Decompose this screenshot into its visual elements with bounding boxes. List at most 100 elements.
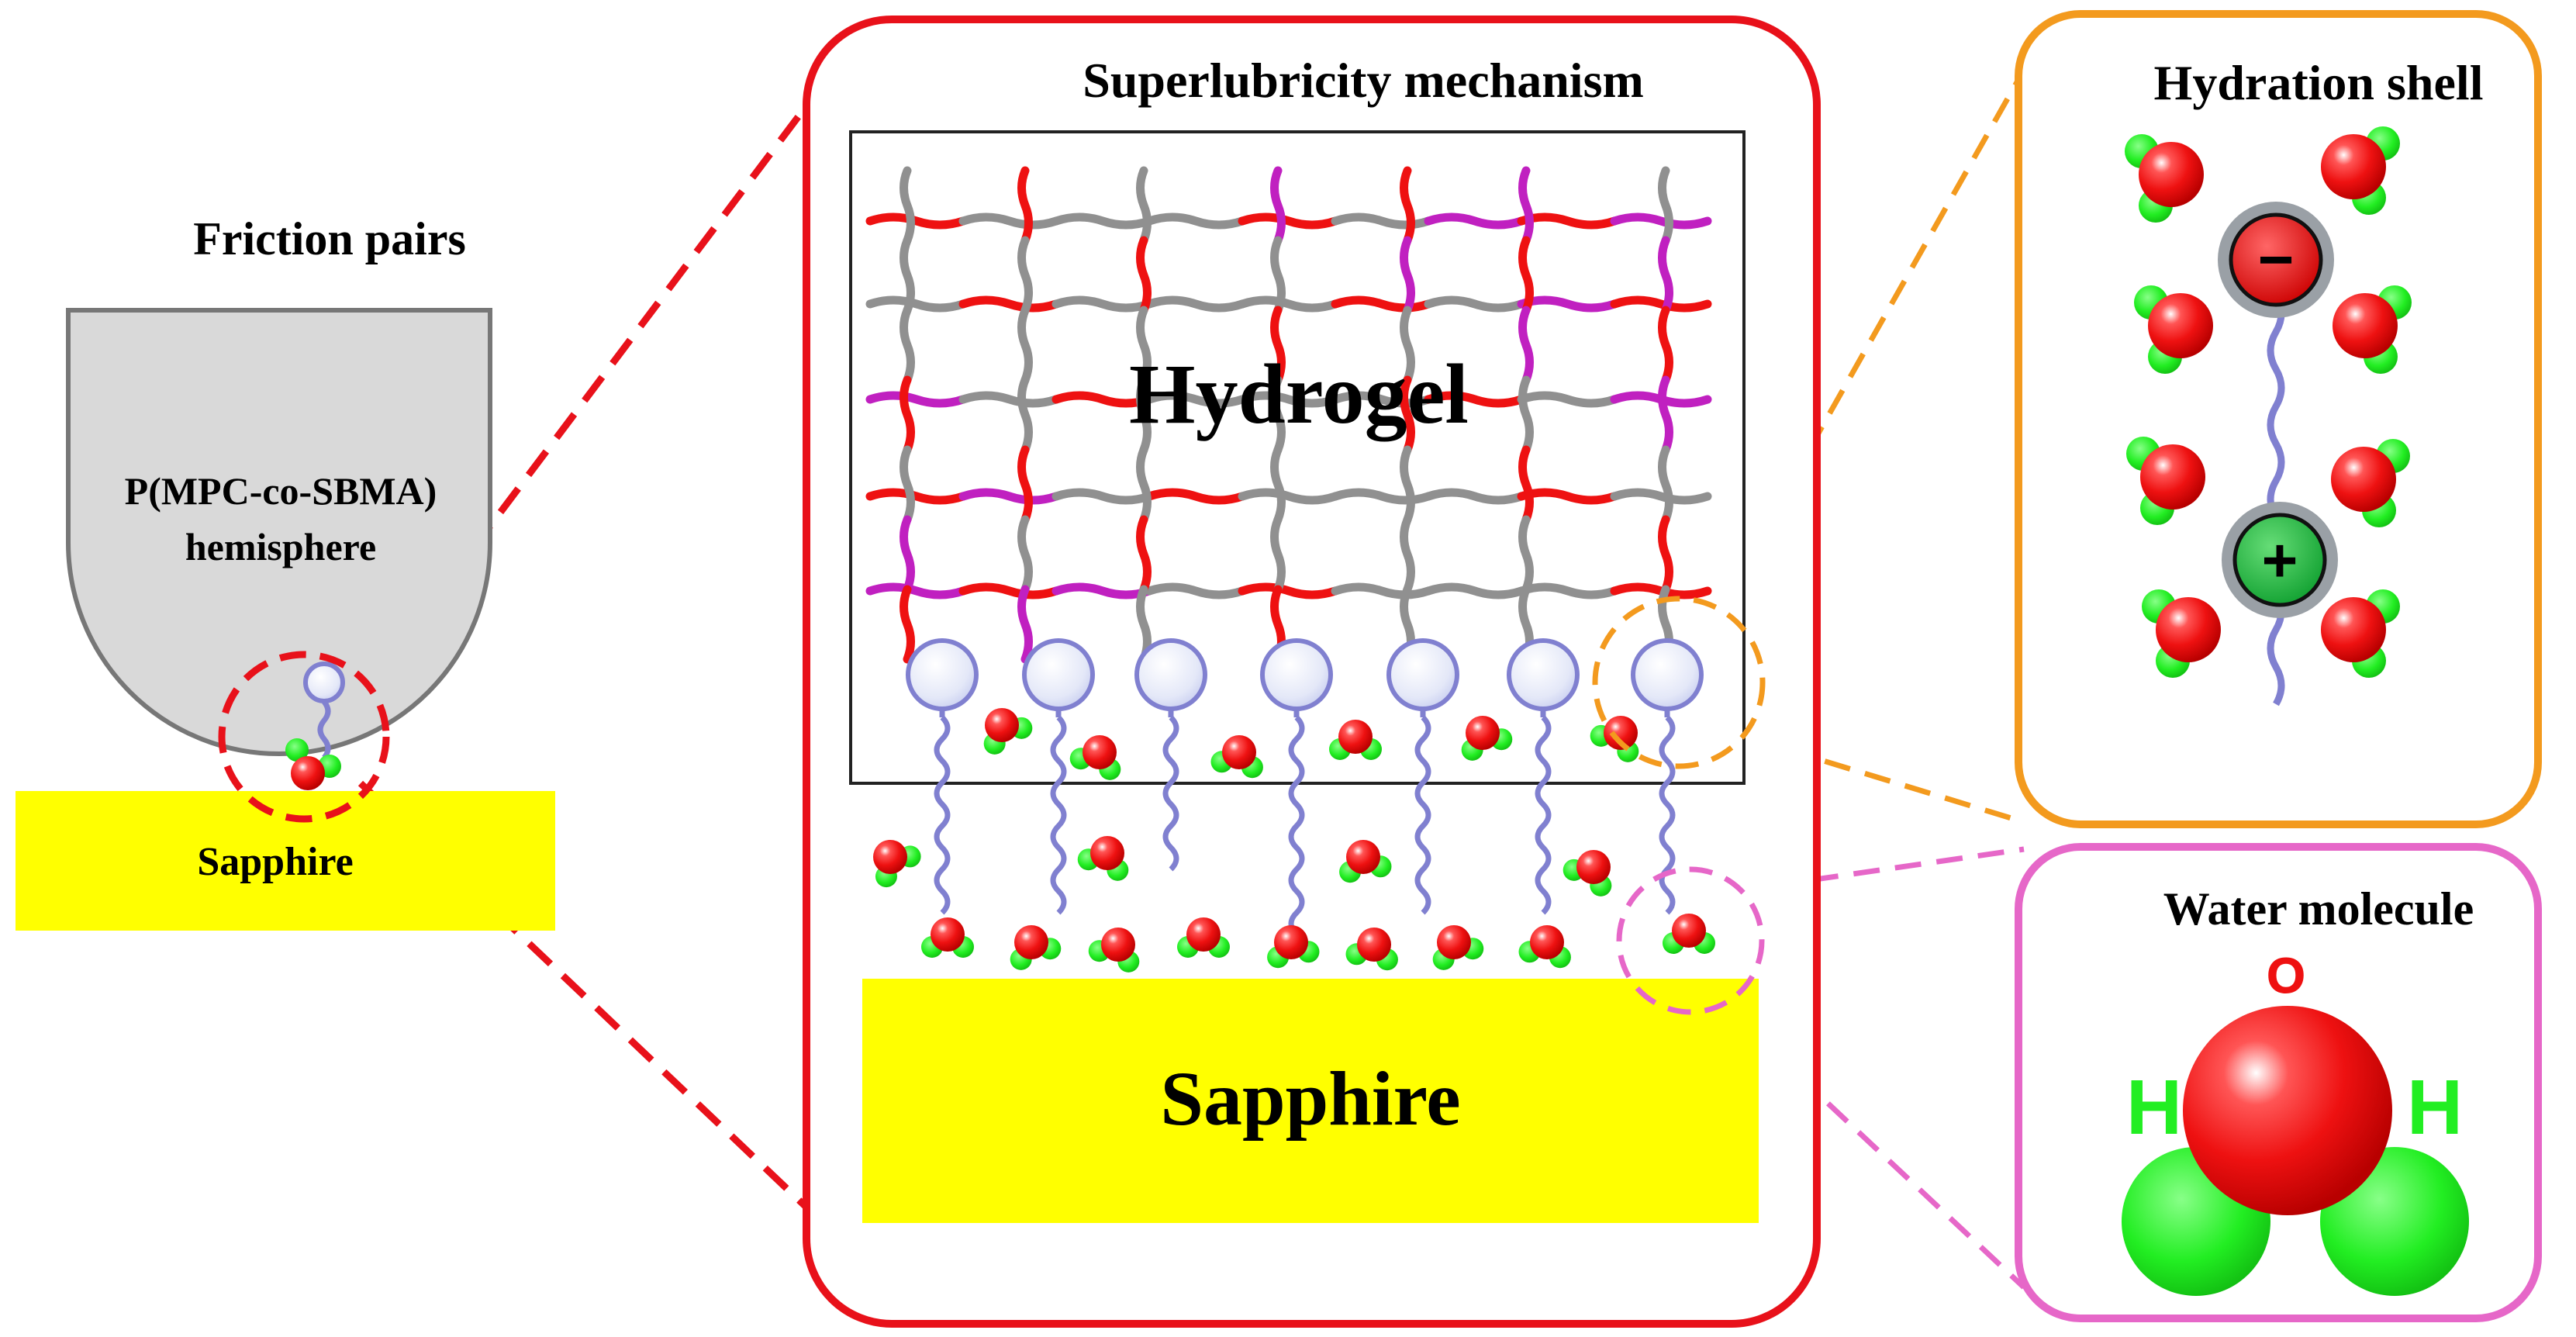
network-strand <box>1238 391 1340 408</box>
network-crosslink <box>1270 306 1286 385</box>
network-strand <box>958 488 1061 505</box>
hydration-shell-panel: Hydration shell − + <box>2015 10 2542 828</box>
network-strand <box>1238 212 1340 230</box>
network-strand <box>1517 488 1619 505</box>
oxygen-atom <box>2331 447 2396 512</box>
hydrogel-hemisphere <box>66 308 492 756</box>
network-crosslink <box>1518 236 1534 315</box>
network-crosslink <box>1400 166 1415 245</box>
network-crosslink <box>900 306 915 385</box>
network-strand <box>1145 295 1247 313</box>
water-molecule <box>1563 850 1612 897</box>
network-strand <box>865 391 968 408</box>
zoom-circle-red <box>218 651 390 823</box>
oxygen-atom <box>2321 597 2386 662</box>
shell-water-molecule <box>2126 437 2205 525</box>
network-crosslink <box>900 585 915 664</box>
water-molecule <box>1267 925 1320 969</box>
superlubricity-title: Superlubricity mechanism <box>1083 53 1644 108</box>
zwitterion-head-group <box>1260 638 1333 711</box>
oxygen-atom <box>1672 914 1706 948</box>
water-molecule <box>921 917 974 958</box>
sapphire-substrate-large <box>862 979 1759 1223</box>
shell-water-molecule <box>2142 589 2221 678</box>
network-crosslink <box>900 236 915 315</box>
oxygen-atom <box>2140 444 2205 510</box>
network-strand <box>1424 295 1526 313</box>
polymer-chain <box>1162 715 1179 872</box>
network-crosslink <box>1518 515 1534 594</box>
hydrogen-label-right: H <box>2407 1064 2463 1151</box>
network-strand <box>958 212 1061 230</box>
oxygen-atom <box>985 708 1019 742</box>
oxygen-label: O <box>2267 948 2305 1004</box>
network-crosslink <box>1017 445 1033 524</box>
polymer-chain <box>934 715 951 915</box>
oxygen-atom <box>2321 134 2386 199</box>
network-strand <box>865 295 968 313</box>
oxygen-atom <box>1083 735 1117 769</box>
zwitterion-head-group <box>1507 638 1580 711</box>
network-strand <box>1610 488 1712 505</box>
network-crosslink <box>1400 375 1415 454</box>
network-crosslink <box>1136 515 1152 594</box>
network-crosslink <box>1270 236 1286 315</box>
zoom-circle-pink <box>1616 866 1765 1015</box>
friction-pairs-title: Friction pairs <box>193 213 466 264</box>
network-crosslink <box>1136 306 1152 385</box>
oxygen-atom <box>1604 716 1638 750</box>
network-strand <box>1145 488 1247 505</box>
water-molecule <box>1518 925 1571 969</box>
negative-ion: − <box>2218 202 2334 318</box>
oxygen-atom <box>1274 925 1308 959</box>
network-crosslink <box>1136 445 1152 524</box>
oxygen-atom <box>1466 716 1500 750</box>
network-crosslink <box>1017 306 1033 385</box>
network-strand <box>1517 391 1619 408</box>
network-crosslink <box>1136 236 1152 315</box>
friction-pairs-panel: Friction pairs P(MPC-co-SBMA) hemisphere… <box>16 213 555 931</box>
water-molecule <box>873 840 921 888</box>
network-strand <box>1238 295 1340 313</box>
negative-sign: − <box>2258 225 2295 294</box>
positive-sign: + <box>2262 526 2298 595</box>
network-strand <box>1331 582 1433 599</box>
network-strand <box>865 582 968 599</box>
network-crosslink <box>1518 445 1534 524</box>
network-strand <box>1145 391 1247 408</box>
oxygen-atom <box>1346 840 1380 874</box>
network-crosslink <box>900 166 915 245</box>
water-molecule <box>1010 925 1062 970</box>
network-strand <box>865 488 968 505</box>
water-molecule <box>1177 917 1230 958</box>
network-strand <box>1517 582 1619 599</box>
shell-water-molecule <box>2134 285 2213 374</box>
water-molecule <box>1329 720 1382 760</box>
network-crosslink <box>1270 166 1286 245</box>
network-strand <box>1051 582 1154 599</box>
polymer-brush-layer <box>906 638 1704 937</box>
hydration-water-molecules <box>2125 126 2412 678</box>
hydrogen-label-left: H <box>2126 1064 2182 1151</box>
oxygen-atom <box>2156 597 2221 662</box>
network-strand <box>1051 391 1154 408</box>
oxygen-atom <box>873 840 907 874</box>
shell-water-molecule <box>2125 134 2204 223</box>
network-strand <box>1424 391 1526 408</box>
oxygen-atom <box>2333 293 2398 358</box>
shell-water-molecule <box>2331 439 2410 527</box>
water-molecule-panel: Water molecule O H H <box>2015 843 2542 1322</box>
hemisphere-label-line2: hemisphere <box>185 525 376 568</box>
polymer-chain <box>1414 715 1431 915</box>
water-molecule <box>1345 928 1398 971</box>
polymer-chain <box>1535 715 1552 915</box>
network-crosslink <box>1658 515 1673 594</box>
polymer-chain <box>1288 715 1305 937</box>
network-strand <box>958 582 1061 599</box>
network-strand <box>1517 212 1619 230</box>
polymer-chain <box>1659 715 1676 915</box>
oxygen-atom <box>2139 142 2204 207</box>
hydrogel-label: Hydrogel <box>1129 347 1469 441</box>
oxygen-atom <box>1437 925 1471 959</box>
